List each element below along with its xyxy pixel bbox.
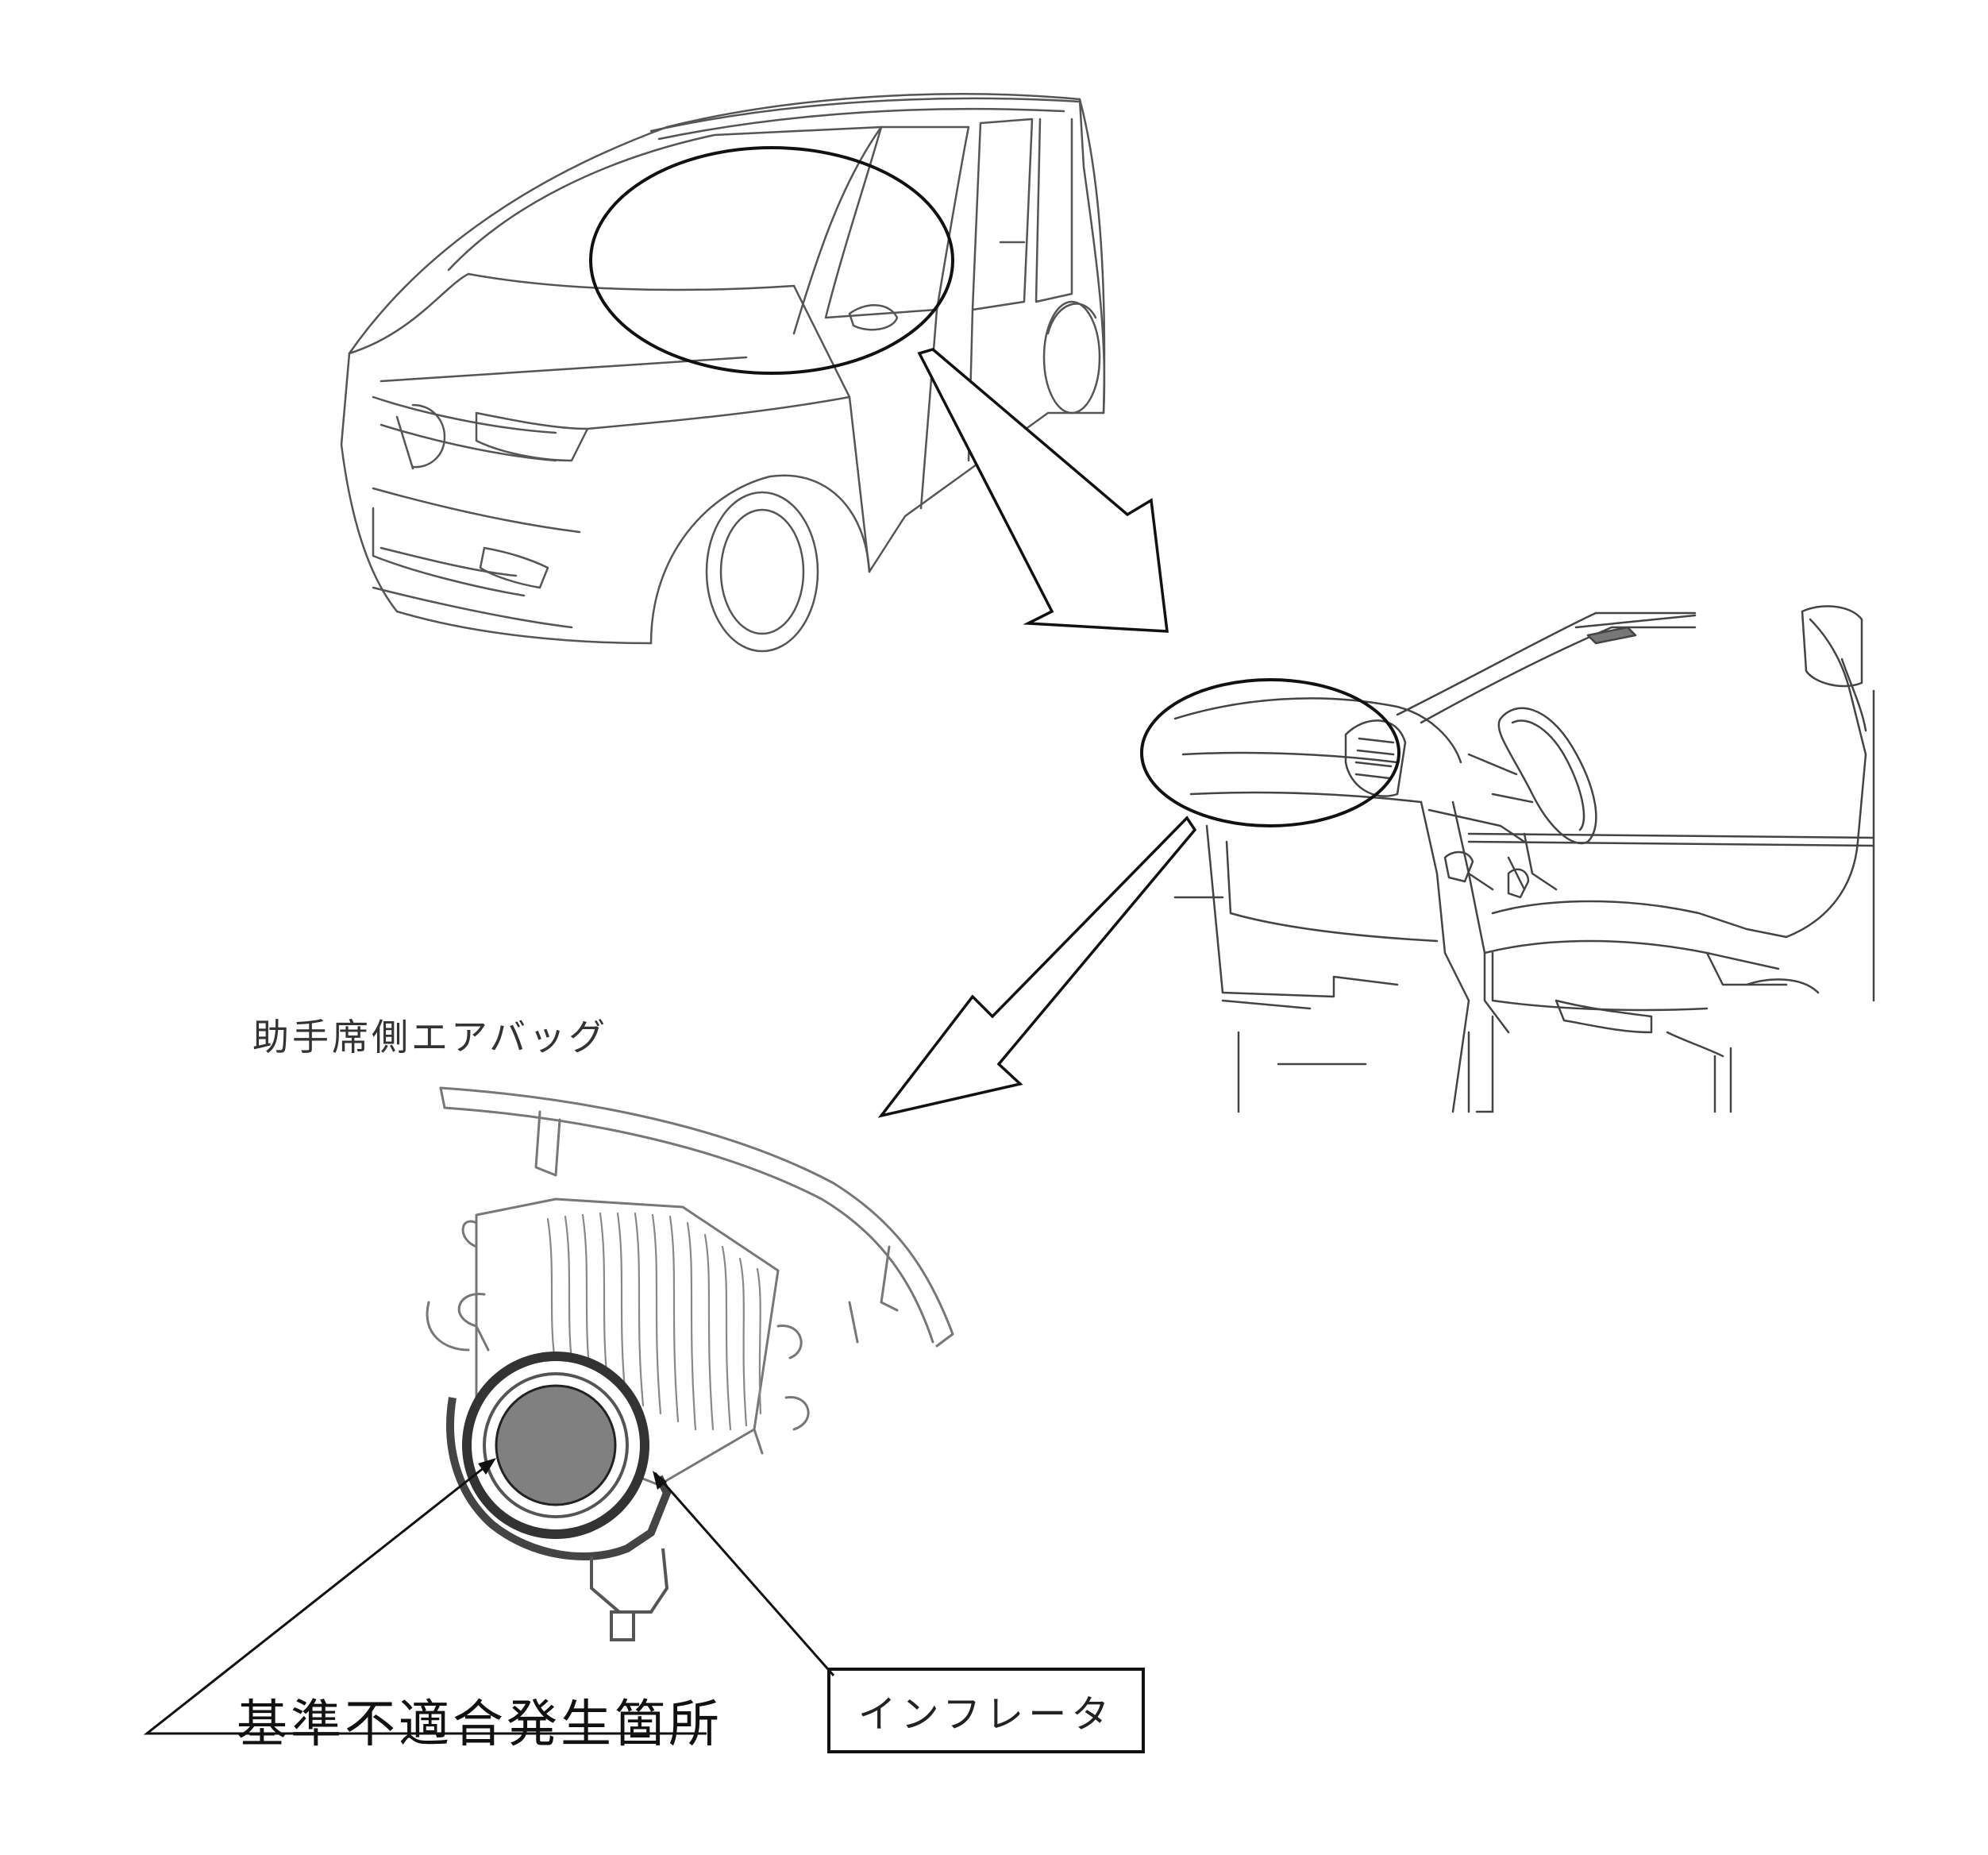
vehicle-zoom-ellipse bbox=[589, 146, 954, 375]
airbag-module-illustration bbox=[426, 1086, 954, 1487]
inflator-assembly bbox=[446, 1352, 672, 1641]
defect-location-label: 基準不適合発生箇所 bbox=[237, 1695, 722, 1754]
interior-zoom-ellipse bbox=[1140, 678, 1400, 827]
defect-leader-line bbox=[143, 1460, 707, 1735]
arrow-interior-to-airbag bbox=[877, 816, 1197, 1118]
inflator-label: インフレータ bbox=[857, 1692, 1115, 1737]
arrow-vehicle-to-interior bbox=[917, 348, 1169, 633]
vehicle-illustration bbox=[340, 93, 1106, 653]
airbag-title-label: 助手席側エアバッグ bbox=[252, 1016, 609, 1059]
leader-lines bbox=[143, 1460, 835, 1735]
defect-arrowhead bbox=[478, 1458, 496, 1475]
inflator-leader-line bbox=[653, 1472, 835, 1676]
inflator-core bbox=[495, 1384, 617, 1506]
interior-illustration bbox=[1173, 605, 1875, 1113]
inflator-arrowhead bbox=[653, 1471, 667, 1490]
inflator-label-box: インフレータ bbox=[827, 1668, 1145, 1753]
